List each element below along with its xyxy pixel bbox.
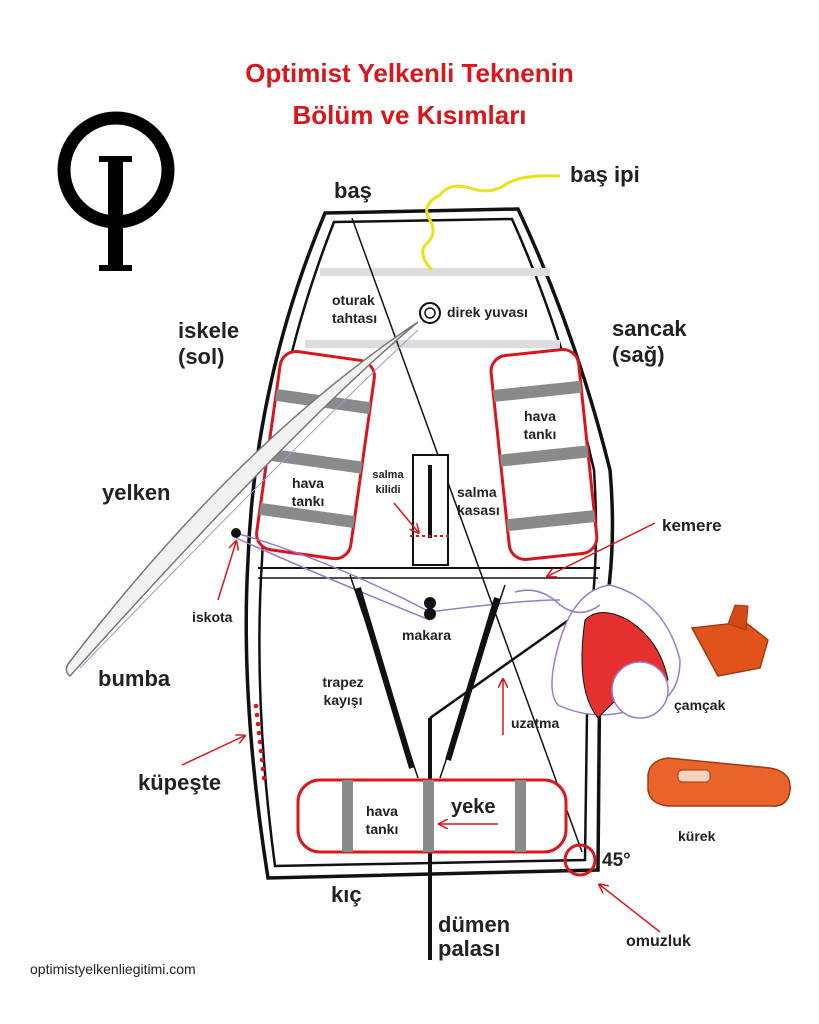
label-kemere: kemere [662,516,722,535]
hiking-strap-right [445,597,500,761]
label-yeke: yeke [451,796,496,818]
label-salma-kilidi-1: salma [372,469,404,481]
label-salma-kasasi-2: kasası [457,502,500,518]
label-salma-kasasi-1: salma [457,484,497,500]
label-yelken: yelken [102,480,171,505]
label-trapez-2: kayışı [323,692,363,708]
shoulder-circle [563,843,597,877]
label-hava-right-1: hava [524,408,556,424]
label-hava-stern-1: hava [366,803,398,819]
label-bas: baş [334,178,372,203]
label-salma-kilidi-2: kilidi [375,484,401,496]
label-sancak-sag: (sağ) [612,342,665,367]
arrow-kemere [548,522,656,576]
bow-rope [421,174,561,272]
bailer-icon [690,604,769,677]
label-oturak-2: tahtası [332,310,378,326]
label-bas-ipi: baş ipi [570,162,640,187]
footer-website: optimistyelkenliegitimi.com [30,961,196,977]
label-hava-left-2: tankı [291,493,325,509]
optimist-class-logo-icon [57,111,175,271]
title-line-2: Bölüm ve Kısımları [292,100,527,130]
title-line-1: Optimist Yelkenli Teknenin [245,58,574,88]
arrow-salma-kilidi [393,502,418,532]
label-trapez-1: trapez [322,674,364,690]
label-bumba: bumba [98,666,171,691]
arrow-kupeste [181,736,244,766]
label-uzatma: uzatma [511,715,560,731]
label-direk-yuvasi: direk yuvası [447,304,528,320]
label-hava-left-1: hava [292,475,324,491]
mainsheet [235,532,561,613]
tiller-extension [429,610,581,720]
label-dumen-2: palası [438,936,501,961]
label-hava-stern-2: tankı [365,821,399,837]
sailor-figure [514,584,681,719]
gunwale-dots [253,703,267,781]
bow-band [320,268,550,276]
label-camcak: çamçak [674,697,726,713]
label-iskele: iskele [178,318,240,343]
label-kic: kıç [331,882,362,907]
label-kurek: kürek [678,828,716,844]
arrow-omuzluk [600,885,661,933]
label-makara: makara [402,627,452,643]
label-omuzluk: omuzluk [626,933,691,950]
block [424,597,436,609]
diagonal-line [351,217,583,853]
label-kupeste: küpeşte [138,770,222,795]
label-dumen-1: dümen [438,912,511,937]
label-hava-right-2: tankı [523,426,557,442]
seat-band [305,340,560,348]
label-iskele-sol: (sol) [178,344,225,369]
arrow-iskota [217,542,236,601]
paddle-icon [647,757,791,807]
label-sancak: sancak [612,316,687,341]
label-45-derece: 45° [602,850,631,871]
label-oturak-1: oturak [332,292,375,308]
sail [65,321,419,677]
label-iskota: iskota [192,609,233,625]
